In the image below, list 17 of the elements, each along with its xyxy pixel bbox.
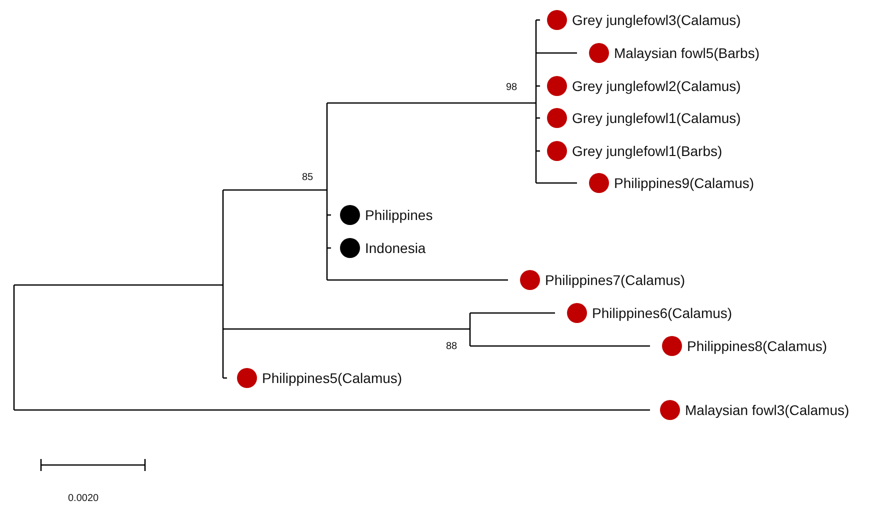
taxon-label: Grey junglefowl1(Barbs) xyxy=(572,143,722,159)
taxon-label: Indonesia xyxy=(365,240,426,256)
taxon-label: Malaysian fowl5(Barbs) xyxy=(614,45,760,61)
bootstrap-value: 98 xyxy=(506,82,518,93)
taxon-label: Grey junglefowl2(Calamus) xyxy=(572,78,741,94)
taxon-label: Grey junglefowl3(Calamus) xyxy=(572,12,741,28)
taxon-label: Philippines6(Calamus) xyxy=(592,305,732,321)
taxon-label: Malaysian fowl3(Calamus) xyxy=(685,402,850,418)
bootstrap-value: 85 xyxy=(302,172,314,183)
taxon-label: Philippines8(Calamus) xyxy=(687,338,828,354)
taxon-label: Philippines7(Calamus) xyxy=(545,272,686,288)
scale-value: 0.0020 xyxy=(68,493,99,504)
taxon-label: Philippines5(Calamus) xyxy=(262,370,402,386)
taxon-label: Grey junglefowl1(Calamus) xyxy=(572,110,741,126)
taxon-label: Philippines9(Calamus) xyxy=(614,175,754,191)
bootstrap-value: 88 xyxy=(446,341,458,352)
taxon-label: Philippines xyxy=(365,207,433,223)
